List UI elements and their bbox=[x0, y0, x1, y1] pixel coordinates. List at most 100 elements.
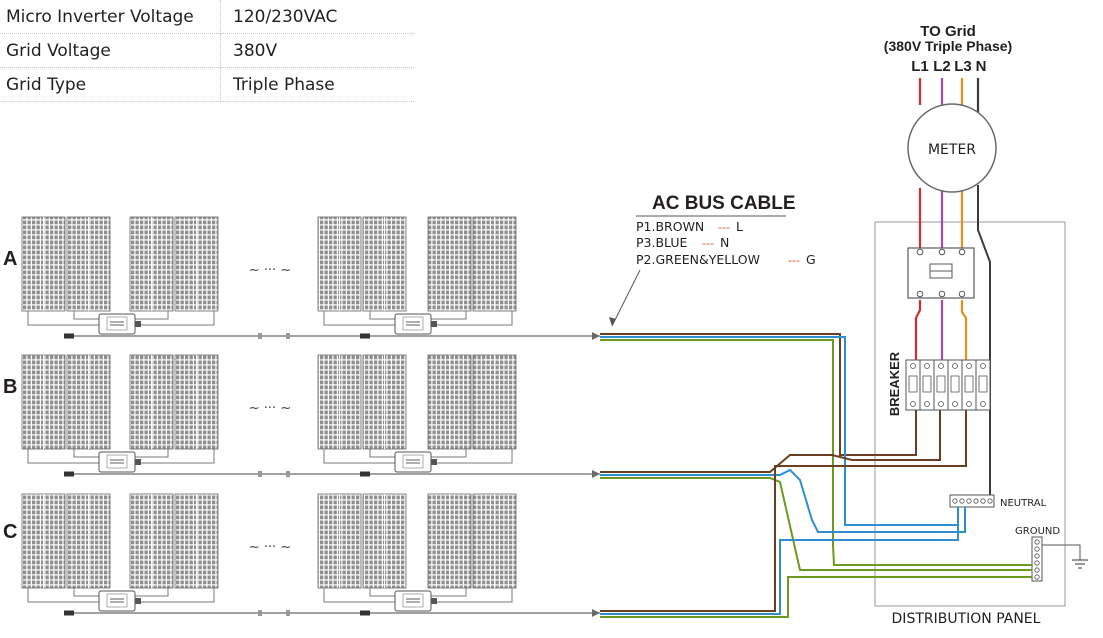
solar-panel bbox=[472, 493, 517, 589]
micro-inverter bbox=[98, 313, 141, 335]
row-ellipsis: ~ ··· ~ bbox=[249, 540, 291, 555]
solar-panel bbox=[129, 354, 174, 450]
bus-wire-blue bbox=[600, 336, 959, 526]
meter-label: METER bbox=[928, 142, 976, 158]
bus-wire-green-yellow bbox=[600, 339, 1032, 566]
legend-blue-dash: --- bbox=[702, 237, 714, 250]
spec-table: Micro Inverter Voltage 120/230VAC Grid V… bbox=[0, 0, 414, 102]
legend-brown-text: P1.BROWN bbox=[636, 219, 704, 234]
cable-fanout bbox=[592, 470, 600, 478]
neutral-terminal bbox=[952, 498, 958, 504]
solar-panel bbox=[174, 216, 219, 312]
dc-leads bbox=[27, 588, 215, 603]
ac-bus-cable-title: AC BUS CABLE bbox=[652, 193, 796, 214]
solar-panel bbox=[174, 354, 219, 450]
main-switch bbox=[907, 247, 975, 299]
solar-panel bbox=[66, 354, 111, 450]
ground-terminal bbox=[1034, 553, 1040, 559]
spec-row: Micro Inverter Voltage 120/230VAC bbox=[0, 0, 414, 34]
cable-pointer-arrow bbox=[609, 269, 641, 327]
distribution-panel-box bbox=[874, 221, 1066, 607]
neutral-terminal bbox=[987, 498, 993, 504]
neutral-bar bbox=[949, 494, 995, 508]
grid-title: TO Grid bbox=[920, 23, 976, 40]
breaker-module bbox=[905, 359, 921, 411]
solar-panel bbox=[317, 216, 362, 312]
solar-panel bbox=[472, 354, 517, 450]
neutral-terminal bbox=[973, 498, 979, 504]
grid-subtitle: (380V Triple Phase) bbox=[884, 38, 1012, 54]
solar-panel bbox=[21, 493, 66, 589]
row-label-a: A bbox=[3, 248, 17, 270]
bus-wire-blue bbox=[600, 507, 959, 615]
solar-panel bbox=[317, 354, 362, 450]
solar-panel bbox=[66, 493, 111, 589]
bus-wire-brown bbox=[600, 333, 917, 456]
ground-terminal bbox=[1034, 574, 1040, 580]
phase-label-l1: L1 bbox=[911, 58, 929, 75]
breaker-module bbox=[947, 359, 963, 411]
micro-inverter bbox=[394, 590, 437, 612]
dc-leads bbox=[27, 449, 215, 464]
solar-row: ~ ··· ~ bbox=[21, 493, 600, 617]
legend-brown-suffix: L bbox=[736, 219, 743, 234]
bus-wire-blue bbox=[600, 468, 966, 533]
cable-fanout bbox=[592, 332, 600, 340]
ground-bar bbox=[1031, 536, 1043, 582]
solar-panel bbox=[129, 493, 174, 589]
dc-leads bbox=[323, 588, 513, 603]
solar-panel bbox=[317, 493, 362, 589]
legend-blue-suffix: N bbox=[720, 235, 729, 250]
bus-wire-green-yellow bbox=[600, 576, 1032, 618]
breaker-module bbox=[975, 359, 991, 411]
cable-legend: P1.BROWN --- L P3.BLUE --- N P2.GREEN&YE… bbox=[636, 219, 816, 267]
micro-inverter bbox=[98, 590, 141, 612]
solar-panel bbox=[472, 216, 517, 312]
legend-brown-dash: --- bbox=[718, 221, 730, 234]
micro-inverter bbox=[394, 451, 437, 473]
legend-green-yellow-text: P2.GREEN&YELLOW bbox=[636, 252, 760, 267]
meter-circle bbox=[907, 103, 997, 193]
solar-row: ~ ··· ~ bbox=[21, 354, 600, 478]
ground-terminal bbox=[1034, 546, 1040, 552]
breaker-label: BREAKER bbox=[887, 351, 902, 416]
ac-trunk bbox=[64, 610, 600, 616]
dc-leads bbox=[323, 311, 513, 326]
breaker-module bbox=[933, 359, 949, 411]
spec-value: 120/230VAC bbox=[220, 0, 414, 34]
breaker-module bbox=[919, 359, 935, 411]
row-label-b: B bbox=[3, 376, 17, 398]
neutral-terminal bbox=[980, 498, 986, 504]
ground-terminal bbox=[1034, 539, 1040, 545]
solar-panel bbox=[362, 493, 407, 589]
neutral-terminal bbox=[966, 498, 972, 504]
ac-trunk bbox=[64, 333, 600, 339]
spec-row: Grid Voltage 380V bbox=[0, 33, 414, 68]
micro-inverter bbox=[98, 451, 141, 473]
row-label-c: C bbox=[3, 521, 17, 543]
solar-row: ~ ··· ~ bbox=[21, 216, 600, 340]
solar-panel bbox=[174, 493, 219, 589]
legend-green-yellow-dash: --- bbox=[788, 254, 800, 267]
ground-label: GROUND bbox=[1015, 526, 1060, 537]
solar-panel bbox=[362, 354, 407, 450]
dc-leads bbox=[27, 311, 215, 326]
phase-label-l3: L3 bbox=[954, 58, 972, 75]
spec-label: Grid Voltage bbox=[0, 33, 221, 68]
ac-trunk bbox=[64, 471, 600, 477]
solar-panel bbox=[427, 493, 472, 589]
spec-row: Grid Type Triple Phase bbox=[0, 67, 414, 102]
legend-green-yellow-suffix: G bbox=[806, 252, 816, 267]
solar-panel bbox=[362, 216, 407, 312]
solar-panel bbox=[21, 354, 66, 450]
breaker-module bbox=[961, 359, 977, 411]
neutral-label: NEUTRAL bbox=[1000, 498, 1047, 509]
solar-panel bbox=[21, 216, 66, 312]
solar-panel bbox=[129, 216, 174, 312]
solar-panel bbox=[66, 216, 111, 312]
solar-panel bbox=[427, 216, 472, 312]
spec-value: Triple Phase bbox=[220, 67, 414, 102]
bus-wire-brown bbox=[600, 410, 941, 473]
micro-inverter bbox=[394, 313, 437, 335]
